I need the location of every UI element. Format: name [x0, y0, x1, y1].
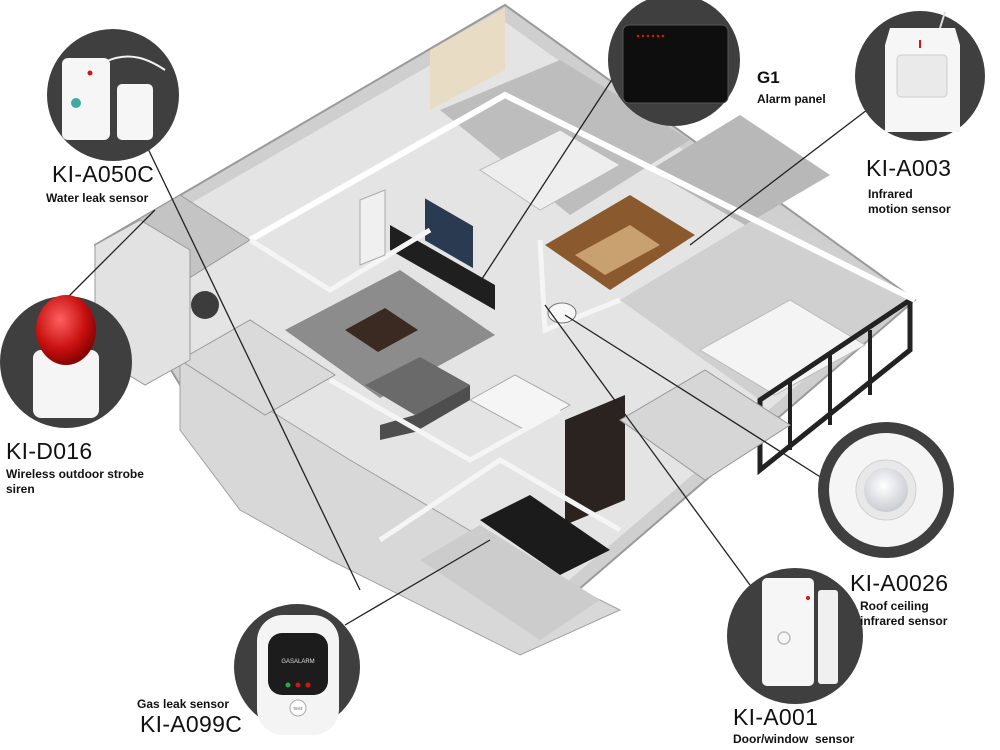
bed-master	[699, 299, 866, 396]
strobe-siren-code: KI-D016	[6, 438, 93, 464]
door-window-sensor-icon	[762, 578, 814, 686]
left-bathroom	[179, 319, 336, 416]
door-window-sensor-desc: Door/window sensor	[733, 732, 855, 746]
gas-leak-sensor-code: KI-A099C	[140, 711, 243, 737]
water-leak-sensor-desc: Water leak sensor	[46, 191, 149, 205]
strobe-siren-callout	[0, 295, 132, 428]
gas-device-label: GASALARM	[281, 659, 314, 665]
door-window-sensor-callout	[727, 568, 863, 704]
bed-upper	[479, 129, 622, 211]
water-leak-sensor-code: KI-A050C	[52, 161, 155, 187]
strobe-siren-desc-line1: Wireless outdoor strobe	[6, 467, 144, 481]
ceiling-infrared-sensor-code: KI-A0026	[850, 570, 949, 596]
alarm-panel-desc: Alarm panel	[757, 92, 826, 106]
bathroom-upper	[650, 115, 830, 225]
gas-test-button-label: TEST	[293, 706, 304, 711]
ceiling-infrared-sensor-desc-line1: Roof ceiling	[860, 599, 929, 613]
right-room	[619, 369, 791, 481]
ceiling-infrared-sensor-desc-line2: infrared sensor	[860, 614, 948, 628]
strobe-siren-icon	[33, 350, 99, 418]
gas-leak-sensor-callout: GASALARM TEST	[234, 604, 360, 735]
kitchen-floor	[420, 525, 600, 640]
bookshelf	[565, 395, 625, 525]
leader-lines	[34, 74, 881, 626]
sofa-back	[380, 385, 470, 440]
tv-cabinet	[390, 225, 495, 310]
gas-leak-sensor-desc: Gas leak sensor	[137, 697, 230, 711]
master-bedroom-floor	[620, 210, 910, 400]
water-leak-sensor-icon	[62, 58, 110, 140]
sofa	[365, 357, 470, 415]
interior-walls	[248, 91, 917, 303]
house-floor-plan	[93, 3, 917, 656]
infrared-motion-sensor-desc-line1: Infrared	[868, 187, 913, 201]
coffee-table	[345, 308, 418, 352]
upper-window-wall	[430, 8, 505, 110]
door-window-sensor-code: KI-A001	[733, 704, 819, 730]
master-window-frame	[757, 295, 913, 476]
strobe-siren-desc-line2: siren	[6, 482, 35, 496]
infrared-motion-sensor-callout	[855, 11, 985, 141]
tv-screen	[425, 198, 473, 269]
alarm-panel-icon	[622, 24, 729, 104]
infrared-motion-sensor-code: KI-A003	[866, 155, 952, 181]
water-leak-sensor-callout	[47, 29, 179, 161]
wardrobe-shelves	[575, 225, 660, 275]
plant	[191, 291, 219, 319]
infrared-motion-sensor-desc-line2: motion sensor	[868, 202, 951, 216]
ceiling-infrared-sensor-callout	[818, 422, 954, 558]
ac-unit	[359, 189, 386, 266]
alarm-panel-callout	[608, 0, 740, 126]
alarm-panel-code: G1	[757, 68, 780, 87]
kitchen-counter	[480, 495, 610, 575]
